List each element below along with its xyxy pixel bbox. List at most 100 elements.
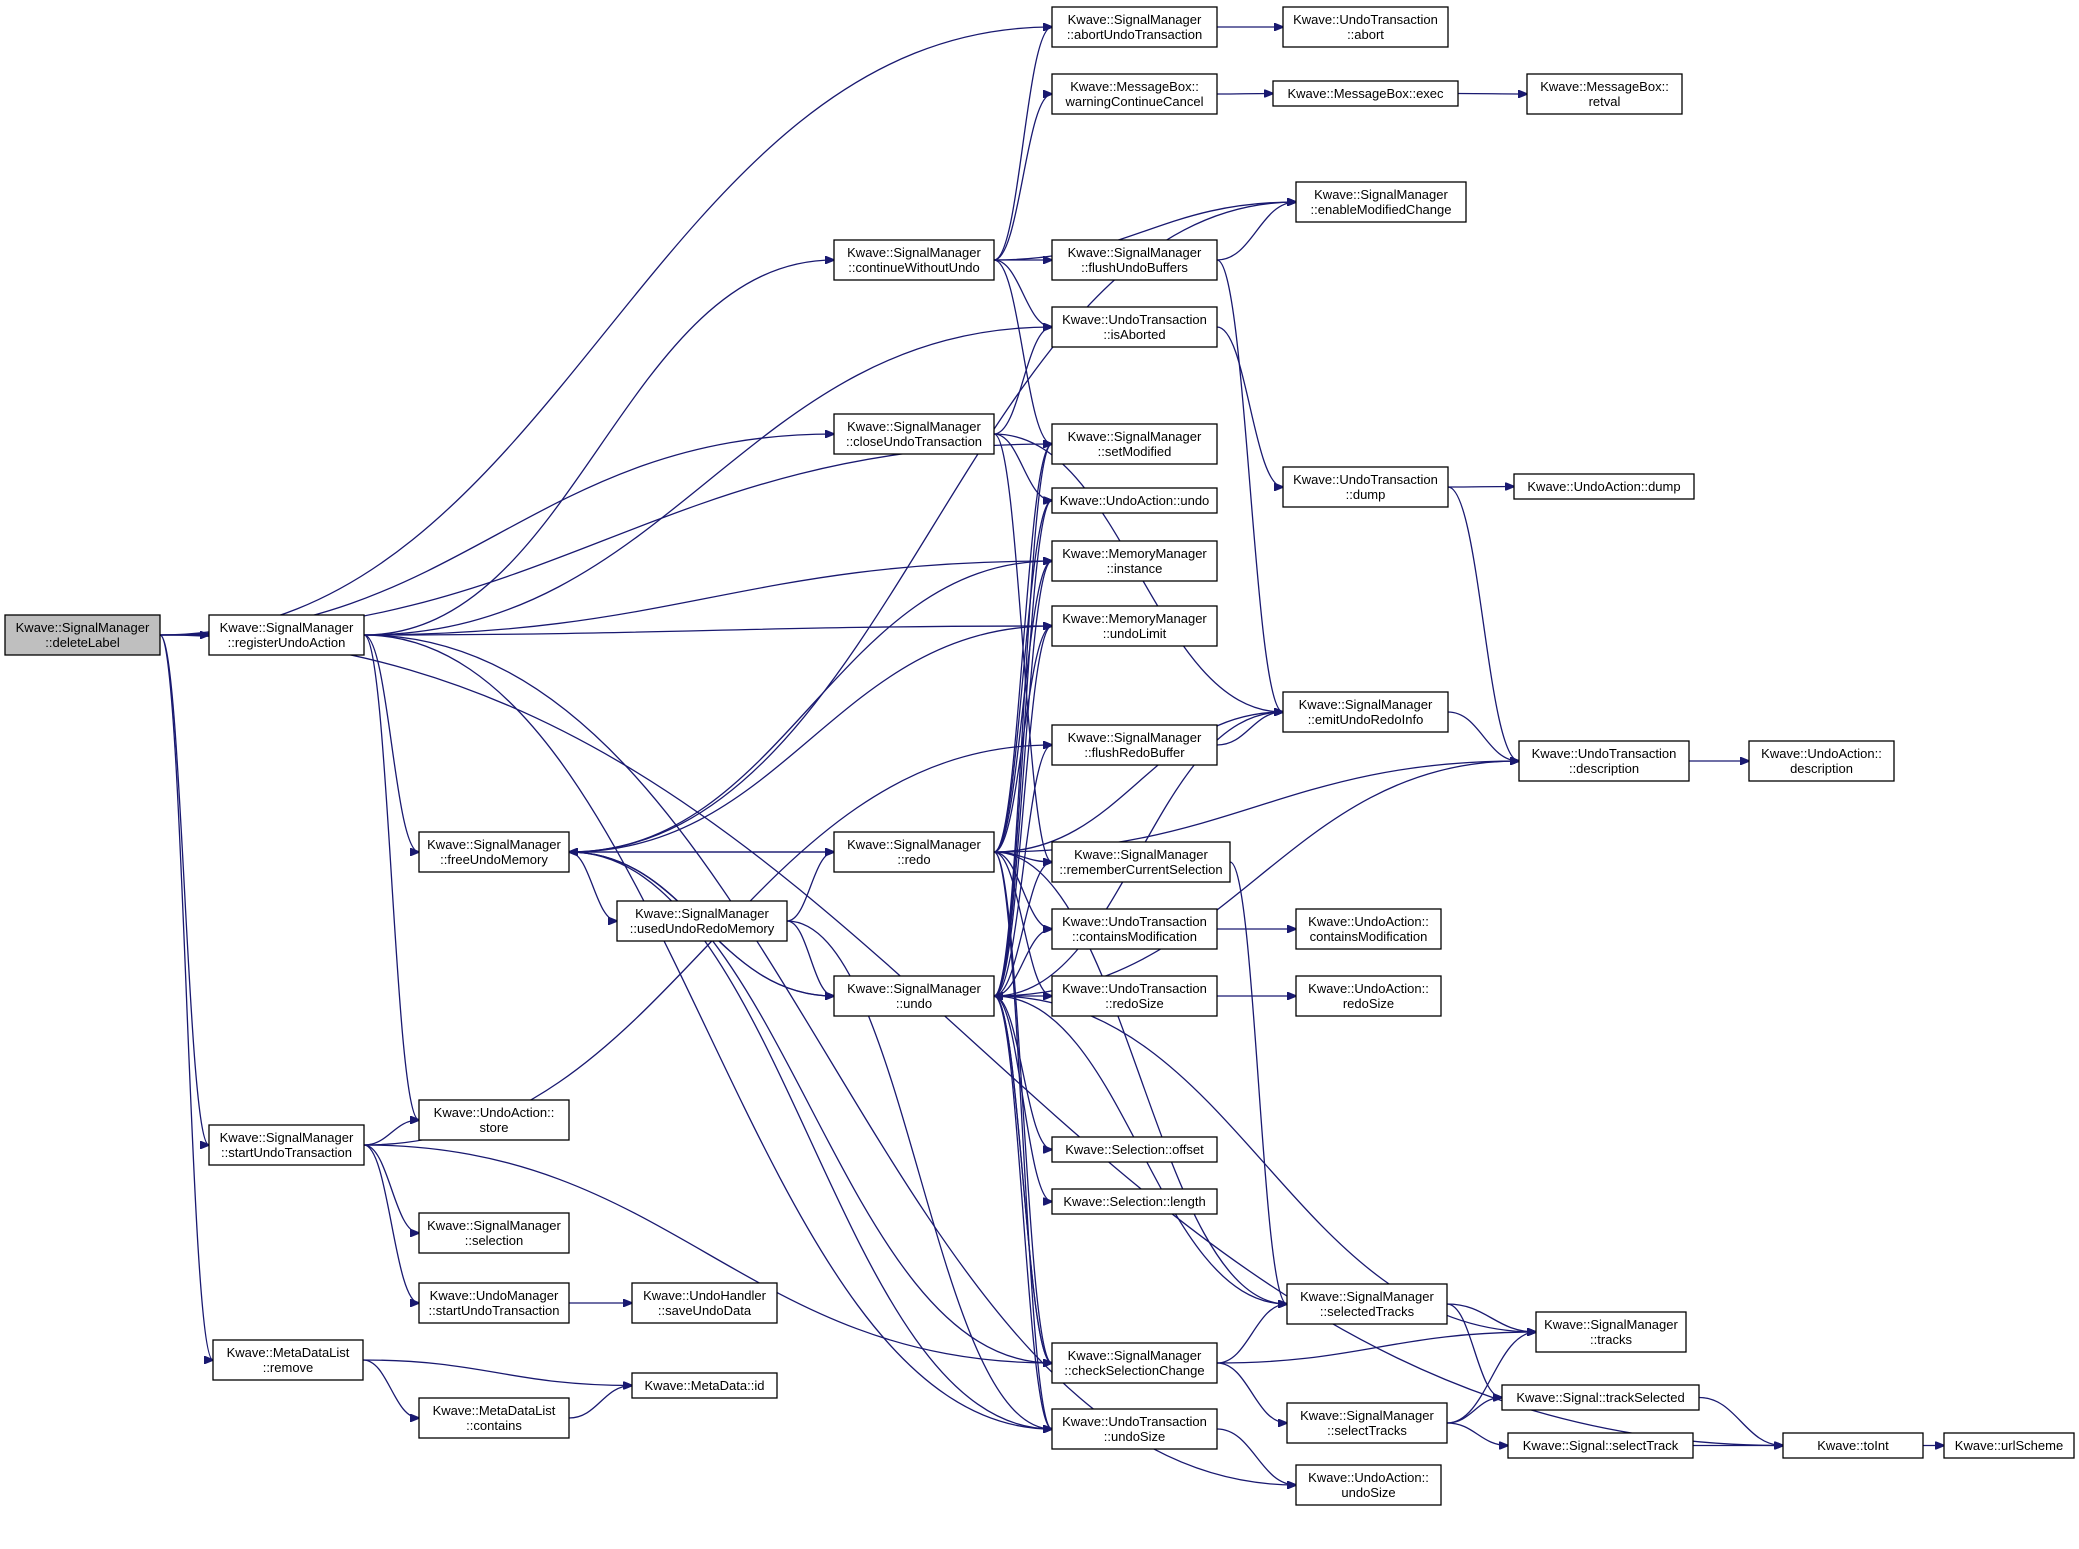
node-ua-undo-size[interactable]: Kwave::UndoAction::undoSize bbox=[1295, 1464, 1442, 1506]
edge-undo-to-mm-undo-limit bbox=[993, 626, 1052, 997]
node-label-line: containsModification bbox=[1310, 929, 1428, 944]
node-ua-redo-size[interactable]: Kwave::UndoAction::redoSize bbox=[1295, 975, 1442, 1017]
node-mdl-contains[interactable]: Kwave::MetaDataList::contains bbox=[418, 1397, 570, 1439]
edge-redo-to-ut-undo-size bbox=[993, 851, 1052, 1429]
edge-flush-undo-buffers-to-emit-undo-redo-info bbox=[1216, 259, 1283, 712]
node-label-line: description bbox=[1790, 761, 1853, 776]
node-delete-label[interactable]: Kwave::SignalManager::deleteLabel bbox=[4, 614, 161, 656]
node-label-line: ::freeUndoMemory bbox=[440, 852, 548, 867]
node-box bbox=[1513, 473, 1695, 500]
node-ua-dump[interactable]: Kwave::UndoAction::dump bbox=[1513, 473, 1695, 500]
node-ua-undo[interactable]: Kwave::UndoAction::undo bbox=[1051, 487, 1218, 514]
node-select-tracks[interactable]: Kwave::SignalManager::selectTracks bbox=[1286, 1402, 1448, 1444]
node-warning-continue-cancel[interactable]: Kwave::MessageBox::warningContinueCancel bbox=[1051, 73, 1218, 115]
node-ut-description[interactable]: Kwave::UndoTransaction::description bbox=[1518, 740, 1690, 782]
node-label-line: ::undo bbox=[896, 996, 932, 1011]
node-abort-undo-transaction[interactable]: Kwave::SignalManager::abortUndoTransacti… bbox=[1051, 6, 1218, 48]
node-used-undo-redo-memory[interactable]: Kwave::SignalManager::usedUndoRedoMemory bbox=[616, 900, 788, 942]
edge-continue-without-undo-to-set-modified bbox=[993, 259, 1052, 444]
node-box bbox=[616, 900, 788, 942]
node-url-scheme[interactable]: Kwave::urlScheme bbox=[1943, 1432, 2075, 1459]
node-box bbox=[1051, 423, 1218, 465]
node-box bbox=[631, 1372, 778, 1399]
node-flush-undo-buffers[interactable]: Kwave::SignalManager::flushUndoBuffers bbox=[1051, 239, 1218, 281]
node-sel-length[interactable]: Kwave::Selection::length bbox=[1051, 1188, 1218, 1215]
node-label-line: ::tracks bbox=[1590, 1332, 1632, 1347]
node-label-line: Kwave::Signal::trackSelected bbox=[1516, 1390, 1684, 1405]
node-sm-selection[interactable]: Kwave::SignalManager::selection bbox=[418, 1212, 570, 1254]
node-label-line: ::description bbox=[1569, 761, 1639, 776]
node-ut-undo-size[interactable]: Kwave::UndoTransaction::undoSize bbox=[1051, 1408, 1218, 1450]
edge-delete-label-to-to-int bbox=[159, 634, 1783, 1446]
node-ut-redo-size[interactable]: Kwave::UndoTransaction::redoSize bbox=[1051, 975, 1218, 1017]
node-label-line: ::selection bbox=[465, 1233, 524, 1248]
node-label-line: ::dump bbox=[1346, 487, 1386, 502]
node-continue-without-undo[interactable]: Kwave::SignalManager::continueWithoutUnd… bbox=[833, 239, 995, 281]
node-mb-exec[interactable]: Kwave::MessageBox::exec bbox=[1272, 80, 1459, 107]
edge-start-undo-transaction-to-um-start bbox=[363, 1144, 419, 1303]
node-sig-select-track[interactable]: Kwave::Signal::selectTrack bbox=[1507, 1432, 1694, 1459]
node-selected-tracks[interactable]: Kwave::SignalManager::selectedTracks bbox=[1286, 1283, 1448, 1325]
node-label-line: ::setModified bbox=[1098, 444, 1172, 459]
node-box bbox=[833, 413, 995, 455]
node-flush-redo-buffer[interactable]: Kwave::SignalManager::flushRedoBuffer bbox=[1051, 724, 1218, 766]
node-box bbox=[1051, 841, 1231, 883]
node-undo[interactable]: Kwave::SignalManager::undo bbox=[833, 975, 995, 1017]
node-box bbox=[418, 1397, 570, 1439]
node-label-line: Kwave::UndoTransaction bbox=[1062, 914, 1207, 929]
node-sig-track-selected[interactable]: Kwave::Signal::trackSelected bbox=[1501, 1384, 1700, 1411]
node-box bbox=[1051, 1136, 1218, 1163]
node-label-line: Kwave::SignalManager bbox=[1544, 1317, 1678, 1332]
node-ut-contains-mod[interactable]: Kwave::UndoTransaction::containsModifica… bbox=[1051, 908, 1218, 950]
node-free-undo-memory[interactable]: Kwave::SignalManager::freeUndoMemory bbox=[418, 831, 570, 873]
node-box bbox=[418, 1282, 570, 1324]
node-box bbox=[418, 1099, 570, 1141]
node-uh-save[interactable]: Kwave::UndoHandler::saveUndoData bbox=[631, 1282, 778, 1324]
node-to-int[interactable]: Kwave::toInt bbox=[1782, 1432, 1924, 1459]
node-mm-instance[interactable]: Kwave::MemoryManager::instance bbox=[1051, 540, 1218, 582]
edge-redo-to-set-modified bbox=[993, 444, 1052, 853]
node-start-undo-transaction[interactable]: Kwave::SignalManager::startUndoTransacti… bbox=[208, 1124, 365, 1166]
node-ua-description[interactable]: Kwave::UndoAction::description bbox=[1748, 740, 1895, 782]
node-enable-modified-change[interactable]: Kwave::SignalManager::enableModifiedChan… bbox=[1295, 181, 1467, 223]
edge-redo-to-selected-tracks bbox=[993, 851, 1287, 1304]
node-sel-offset[interactable]: Kwave::Selection::offset bbox=[1051, 1136, 1218, 1163]
node-label-line: ::flushRedoBuffer bbox=[1084, 745, 1185, 760]
node-label-line: Kwave::MessageBox:: bbox=[1540, 79, 1669, 94]
edge-used-undo-redo-memory-to-ut-undo-size bbox=[786, 920, 1052, 1429]
node-label-line: Kwave::urlScheme bbox=[1955, 1438, 2063, 1453]
node-label-line: ::deleteLabel bbox=[45, 635, 120, 650]
node-label-line: Kwave::MemoryManager bbox=[1062, 611, 1207, 626]
edge-undo-to-set-modified bbox=[993, 444, 1052, 997]
node-label-line: Kwave::MetaDataList bbox=[227, 1345, 350, 1360]
node-label-line: Kwave::SignalManager bbox=[847, 419, 981, 434]
node-close-undo-transaction[interactable]: Kwave::SignalManager::closeUndoTransacti… bbox=[833, 413, 995, 455]
node-mm-undo-limit[interactable]: Kwave::MemoryManager::undoLimit bbox=[1051, 605, 1218, 647]
node-box bbox=[1051, 540, 1218, 582]
node-ut-abort[interactable]: Kwave::UndoTransaction::abort bbox=[1282, 6, 1449, 48]
node-md-id[interactable]: Kwave::MetaData::id bbox=[631, 1372, 778, 1399]
node-ua-store[interactable]: Kwave::UndoAction::store bbox=[418, 1099, 570, 1141]
node-remember-current-selection[interactable]: Kwave::SignalManager::rememberCurrentSel… bbox=[1051, 841, 1231, 883]
node-register-undo-action[interactable]: Kwave::SignalManager::registerUndoAction bbox=[208, 614, 365, 656]
node-label-line: Kwave::Selection::length bbox=[1063, 1194, 1205, 1209]
edge-delete-label-to-set-modified bbox=[159, 444, 1052, 636]
node-emit-undo-redo-info[interactable]: Kwave::SignalManager::emitUndoRedoInfo bbox=[1282, 691, 1449, 733]
node-label-line: Kwave::UndoTransaction bbox=[1293, 12, 1438, 27]
node-redo[interactable]: Kwave::SignalManager::redo bbox=[833, 831, 995, 873]
node-box bbox=[1051, 1342, 1218, 1384]
node-box bbox=[1051, 975, 1218, 1017]
node-um-start[interactable]: Kwave::UndoManager::startUndoTransaction bbox=[418, 1282, 570, 1324]
node-sm-tracks[interactable]: Kwave::SignalManager::tracks bbox=[1535, 1311, 1687, 1353]
edge-close-undo-transaction-to-ut-is-aborted bbox=[993, 327, 1052, 435]
node-mdl-remove[interactable]: Kwave::MetaDataList::remove bbox=[212, 1339, 364, 1381]
node-label-line: Kwave::UndoAction::undo bbox=[1060, 493, 1210, 508]
node-set-modified[interactable]: Kwave::SignalManager::setModified bbox=[1051, 423, 1218, 465]
node-label-line: ::checkSelectionChange bbox=[1064, 1363, 1204, 1378]
node-check-selection-change[interactable]: Kwave::SignalManager::checkSelectionChan… bbox=[1051, 1342, 1218, 1384]
node-ua-contains-mod[interactable]: Kwave::UndoAction::containsModification bbox=[1295, 908, 1442, 950]
node-ut-is-aborted[interactable]: Kwave::UndoTransaction::isAborted bbox=[1051, 306, 1218, 348]
node-ut-dump[interactable]: Kwave::UndoTransaction::dump bbox=[1282, 466, 1449, 508]
node-box bbox=[631, 1282, 778, 1324]
node-mb-retval[interactable]: Kwave::MessageBox::retval bbox=[1526, 73, 1683, 115]
